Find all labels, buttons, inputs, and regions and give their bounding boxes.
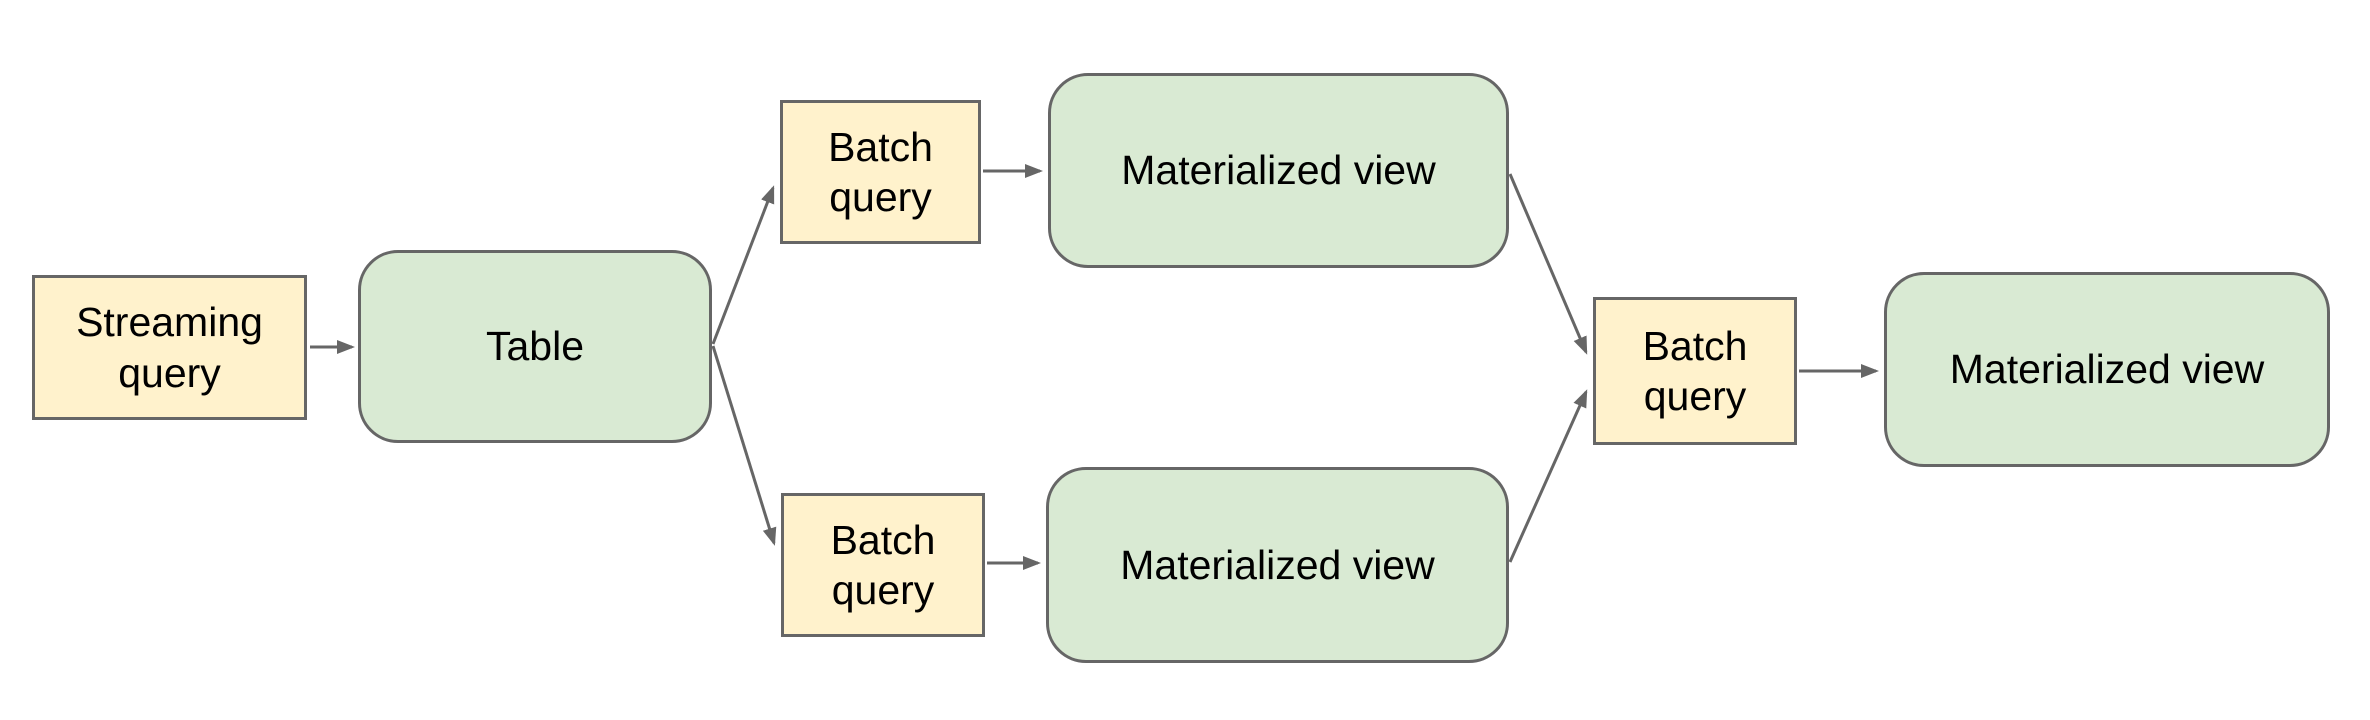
node-batch-query-right-label: Batch query — [1642, 322, 1748, 419]
node-table: Table — [358, 250, 712, 443]
connector-table-to-batch-top — [711, 185, 775, 345]
node-materialized-view-bottom-label: Materialized view — [1120, 541, 1435, 588]
connector-matview-top-to-batch-right — [1508, 173, 1588, 355]
node-table-label: Table — [485, 323, 584, 370]
connector-matview-bottom-to-batch-right — [1508, 389, 1588, 563]
node-batch-query-top: Batch query — [780, 100, 981, 244]
node-streaming-query: Streaming query — [32, 275, 307, 420]
node-batch-query-right: Batch query — [1593, 297, 1797, 445]
node-batch-query-bottom-label: Batch query — [830, 516, 936, 613]
node-materialized-view-right: Materialized view — [1884, 272, 2330, 467]
node-materialized-view-top-label: Materialized view — [1121, 147, 1436, 194]
node-streaming-query-label: Streaming query — [76, 299, 263, 396]
node-batch-query-bottom: Batch query — [781, 493, 985, 637]
node-batch-query-top-label: Batch query — [828, 123, 933, 220]
connector-table-to-batch-bottom — [711, 345, 777, 546]
node-materialized-view-top: Materialized view — [1048, 73, 1509, 268]
node-materialized-view-bottom: Materialized view — [1046, 467, 1509, 663]
node-materialized-view-right-label: Materialized view — [1949, 346, 2265, 393]
